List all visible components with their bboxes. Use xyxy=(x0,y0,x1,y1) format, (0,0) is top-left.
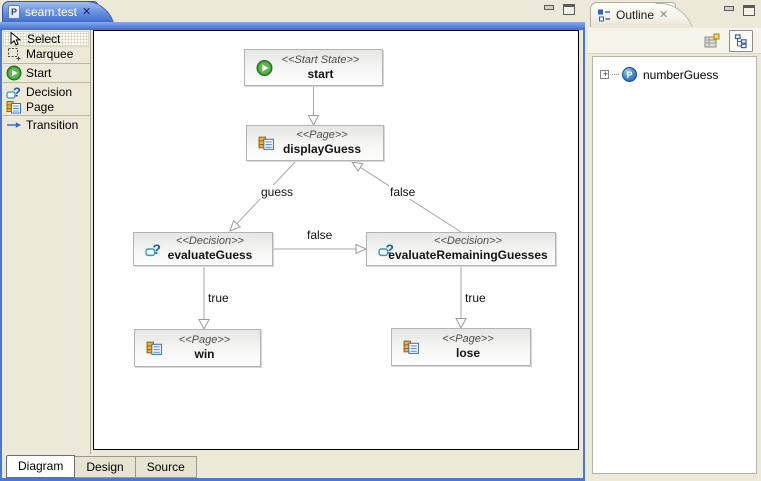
node-name: displayGuess xyxy=(282,142,362,156)
decision-icon: ? xyxy=(6,84,22,100)
palette-item-page[interactable]: Page xyxy=(3,99,89,115)
maximize-icon[interactable] xyxy=(563,4,575,15)
palette-separator xyxy=(3,115,90,116)
edge-evaluateGuess-win[interactable] xyxy=(198,266,210,331)
node-start[interactable]: <<Start State>> start xyxy=(244,49,383,86)
editor-focus-border-left xyxy=(0,30,2,481)
svg-text:?: ? xyxy=(152,241,160,257)
palette-item-label: Start xyxy=(26,66,52,80)
tree-connector xyxy=(612,74,619,75)
tab-outline[interactable]: Outline ✕ xyxy=(590,2,694,27)
marquee-icon xyxy=(6,46,22,62)
edge-label-true-lose[interactable]: true xyxy=(464,291,487,305)
outline-toolbar xyxy=(588,28,761,54)
palette-item-label: Decision xyxy=(26,85,73,99)
node-name: evaluateGuess xyxy=(167,248,253,262)
outline-tab-bar: Outline ✕ xyxy=(588,0,761,28)
node-displayGuess[interactable]: <<Page>> displayGuess xyxy=(246,125,384,161)
page-icon xyxy=(403,339,420,356)
edge-evaluateGuess-evaluateRemainingGuesses[interactable] xyxy=(273,243,368,255)
decision-icon: ? xyxy=(145,241,162,258)
node-stereotype: <<Decision>> xyxy=(434,235,502,247)
palette-separator xyxy=(3,63,90,64)
pageflow-node-icon: P xyxy=(622,67,637,82)
node-stereotype: <<Start State>> xyxy=(281,53,360,66)
editor-focus-border-bottom xyxy=(0,478,585,481)
tree-item-label: numberGuess xyxy=(643,67,719,82)
tab-diagram[interactable]: Diagram xyxy=(6,455,76,478)
node-evaluateRemainingGuesses[interactable]: ? <<Decision>> evaluateRemainingGuesses xyxy=(366,232,556,266)
editor-tab-bar: P seam.test ✕ xyxy=(0,0,585,22)
node-stereotype: <<Decision>> xyxy=(176,235,244,247)
node-evaluateGuess[interactable]: ? <<Decision>> evaluateGuess xyxy=(133,232,273,266)
palette-item-transition[interactable]: Transition xyxy=(3,117,89,133)
tree-item-numberGuess[interactable]: + P numberGuess xyxy=(593,57,756,82)
node-name: win xyxy=(194,347,215,361)
tree-view-icon[interactable] xyxy=(729,29,753,52)
node-name: evaluateRemainingGuesses xyxy=(388,248,548,262)
node-name: start xyxy=(307,66,334,81)
palette-item-start[interactable]: Start xyxy=(3,65,89,81)
editor-focus-border-right xyxy=(583,30,585,481)
page-icon xyxy=(146,340,163,357)
editor-tab-title: seam.test xyxy=(25,5,78,19)
outline-view-icon xyxy=(597,8,611,22)
page-icon xyxy=(258,135,275,152)
palette-item-select[interactable]: Select xyxy=(3,31,89,47)
overview-icon[interactable] xyxy=(700,30,724,52)
node-lose[interactable]: <<Page>> lose xyxy=(391,328,531,366)
transition-arrow-icon xyxy=(6,117,22,133)
tool-palette: Select Marquee Start ? Decision Page Tra… xyxy=(2,30,91,478)
outline-tab-title: Outline xyxy=(616,8,655,22)
start-icon xyxy=(256,59,273,76)
node-name: lose xyxy=(455,346,480,360)
palette-separator xyxy=(3,82,90,83)
svg-text:?: ? xyxy=(385,241,393,257)
select-cursor-icon xyxy=(7,31,23,47)
edge-evaluateRemainingGuesses-lose[interactable] xyxy=(455,266,467,330)
palette-item-decision[interactable]: ? Decision xyxy=(3,84,89,100)
edge-label-false-mid[interactable]: false xyxy=(306,228,334,242)
tab-source[interactable]: Source xyxy=(135,456,197,478)
palette-item-label: Transition xyxy=(26,118,79,132)
edge-evaluateRemainingGuesses-displayGuess[interactable] xyxy=(350,161,462,233)
minimize-icon[interactable] xyxy=(543,4,555,15)
node-stereotype: <<Page>> xyxy=(178,334,231,346)
node-stereotype: <<Page>> xyxy=(442,333,494,345)
edge-label-false-return[interactable]: false xyxy=(389,185,417,199)
editor-tab-seam-test[interactable]: P seam.test ✕ xyxy=(2,1,115,22)
editor-mode-tabs: Diagram Design Source xyxy=(2,454,583,478)
tab-design[interactable]: Design xyxy=(75,456,136,478)
pageflow-file-icon: P xyxy=(8,5,20,19)
edge-label-true-win[interactable]: true xyxy=(207,291,230,305)
expand-plus-icon[interactable]: + xyxy=(600,69,609,79)
close-icon[interactable]: ✕ xyxy=(82,5,92,18)
palette-item-label: Select xyxy=(27,32,61,46)
edge-start-displayGuess[interactable] xyxy=(307,86,320,127)
start-icon xyxy=(6,65,22,81)
minimize-icon[interactable] xyxy=(723,5,735,16)
palette-item-marquee[interactable]: Marquee xyxy=(3,46,89,62)
page-icon xyxy=(6,99,22,115)
node-win[interactable]: <<Page>> win xyxy=(134,329,261,367)
outline-tree[interactable]: + P numberGuess xyxy=(592,56,757,474)
decision-icon: ? xyxy=(378,241,395,258)
diagram-canvas[interactable]: <<Start State>> start <<Page>> displayGu… xyxy=(93,30,579,450)
maximize-icon[interactable] xyxy=(743,5,755,16)
edge-label-guess[interactable]: guess xyxy=(260,185,295,199)
palette-item-label: Page xyxy=(26,100,55,114)
active-tab-band xyxy=(0,22,585,30)
svg-text:?: ? xyxy=(13,85,21,100)
palette-item-label: Marquee xyxy=(26,47,74,61)
diagram-edges xyxy=(198,86,467,331)
node-stereotype: <<Page>> xyxy=(296,129,348,141)
close-icon[interactable]: ✕ xyxy=(659,8,669,21)
